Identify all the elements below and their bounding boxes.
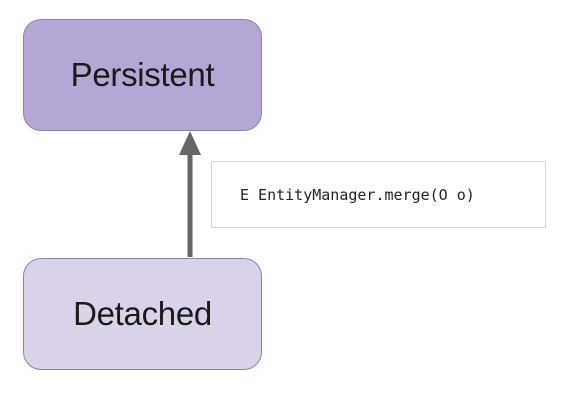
transition-arrow-up: [179, 131, 201, 257]
state-detached-label: Detached: [73, 295, 212, 332]
state-detached: Detached: [23, 258, 262, 370]
merge-method-label: E EntityManager.merge(O o): [240, 185, 475, 204]
merge-method-label-box: E EntityManager.merge(O o): [211, 161, 546, 228]
state-persistent: Persistent: [23, 19, 262, 131]
state-persistent-label: Persistent: [70, 56, 215, 93]
transition-arrow-head: [179, 131, 201, 155]
